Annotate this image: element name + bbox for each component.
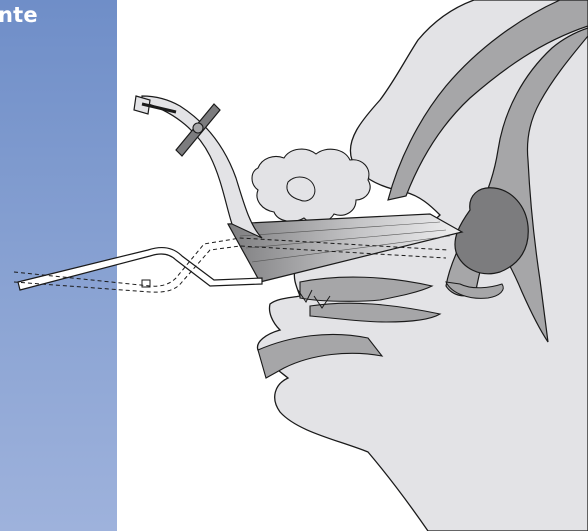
handle-pivot [193,123,203,133]
nasal-conchae [252,149,370,223]
airway-tube-solid [142,96,262,238]
introducer-tube-solid [18,248,262,290]
